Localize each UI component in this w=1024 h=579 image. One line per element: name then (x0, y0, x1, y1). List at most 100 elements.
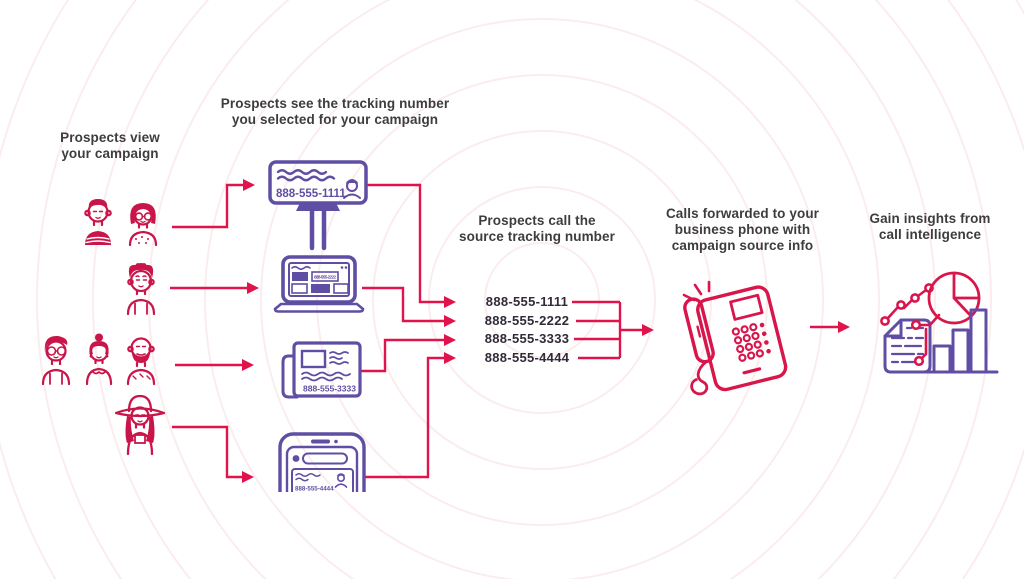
neck (94, 358, 104, 365)
laptop-icon: 888-555-2222 (273, 255, 365, 313)
newspaper-icon: 888-555-3333 (281, 339, 363, 403)
hair-bun (95, 333, 103, 342)
card-scribble (295, 473, 321, 477)
neck (50, 359, 62, 366)
browser-dot (344, 266, 348, 269)
earring (89, 355, 92, 358)
arrow-laptop-to-number2 (362, 286, 456, 327)
document-text-dashes (890, 326, 925, 364)
hat-brim (114, 407, 166, 418)
caption-prospects-call: Prospects call the source tracking numbe… (437, 213, 637, 245)
billboard-icon: 888-555-1111 (268, 160, 368, 251)
shirt (126, 368, 156, 386)
ring-marks (682, 280, 711, 302)
hair (130, 203, 156, 224)
arrow-people-to-smartphone (172, 425, 254, 483)
caption-prospects-see: Prospects see the tracking number you se… (204, 96, 466, 128)
ear (84, 209, 91, 217)
neck (135, 289, 147, 296)
smartphone-body (278, 432, 366, 492)
arrow-smartphone-to-number4 (365, 352, 456, 479)
brows (135, 275, 147, 278)
billboard-avatar-hair (346, 179, 358, 184)
ear (127, 278, 134, 286)
search-pill (302, 452, 348, 465)
avatar-woman-bob-glasses (120, 197, 166, 247)
caption-line: campaign source info (671, 238, 814, 253)
screen-dot (292, 455, 300, 462)
caption-line: Calls forwarded to your (665, 206, 820, 221)
newspaper-photo (300, 349, 327, 369)
content-block (291, 283, 308, 294)
caption-gain-insights: Gain insights from call intelligence (840, 211, 1020, 243)
billboard-scribble (276, 169, 328, 175)
browser-dot (340, 266, 344, 269)
neck (135, 361, 147, 368)
caption-line: call intelligence (878, 227, 982, 242)
content-block (292, 272, 308, 281)
call-intelligence-icon (876, 262, 1002, 380)
laptop-screen (281, 255, 357, 304)
suspenders (49, 372, 63, 385)
mouth (53, 356, 59, 359)
number-box (311, 271, 339, 282)
hat-crown (127, 394, 153, 413)
mouth (137, 420, 143, 423)
newspaper-page (292, 341, 362, 398)
shirt (128, 230, 158, 247)
newspaper-roll (281, 354, 299, 399)
newspaper-number: 888-555-3333 (303, 384, 356, 394)
ear (127, 345, 134, 353)
laptop-number: 888-555-2222 (314, 275, 336, 280)
phone-display (729, 293, 764, 321)
shirt-straps (134, 302, 148, 315)
shirt (126, 431, 154, 456)
curly-hair (128, 263, 154, 278)
neck (137, 222, 149, 229)
caption-line: Prospects call the (478, 213, 596, 228)
smartphone-speaker (311, 439, 330, 444)
glasses-lens (56, 346, 67, 356)
caption-calls-forwarded: Calls forwarded to your business phone w… (650, 206, 835, 254)
billboard-avatar-shoulders (343, 193, 361, 199)
connector-lines (910, 313, 941, 367)
ear (148, 278, 155, 286)
shirt (126, 298, 156, 316)
mouth (138, 285, 144, 288)
shirt (85, 367, 113, 386)
head (129, 269, 153, 293)
phone-keypad (731, 322, 771, 362)
caption-line: your campaign (61, 146, 159, 161)
content-block (311, 284, 330, 293)
caption-line: source tracking number (459, 229, 615, 244)
laptop-base (273, 302, 365, 313)
avatar-woman-bun (79, 332, 119, 386)
billboard-number: 888-555-1111 (276, 188, 346, 200)
tracking-number-1: 888-555-1111 (485, 294, 569, 309)
glasses-lens (143, 212, 153, 221)
avatar-person-round-glasses (34, 330, 78, 386)
glasses-lens (46, 346, 57, 356)
mouth (140, 220, 146, 223)
smartphone-number: 888-555-4444 (295, 486, 334, 493)
tracking-number-3: 888-555-3333 (484, 331, 570, 346)
glasses-lens (134, 212, 144, 221)
side-swept-hair (44, 335, 68, 352)
newspaper-text-line (301, 371, 351, 377)
caption-prospects-view: Prospects view your campaign (20, 130, 200, 162)
mouth (96, 356, 102, 359)
content-block (333, 283, 349, 294)
browser-url-scribble (291, 265, 311, 271)
card-scribble (295, 477, 309, 482)
avatar-bald-man-beard (120, 332, 162, 386)
billboard-base (296, 203, 340, 211)
caption-line: business phone with (674, 222, 811, 237)
caption-line: you selected for your campaign (231, 112, 439, 127)
caption-line: Prospects see the tracking number (220, 96, 450, 111)
shirt (41, 368, 71, 386)
phone-body (696, 285, 788, 392)
listing-card (291, 468, 354, 492)
phone-button-bar (742, 367, 762, 375)
